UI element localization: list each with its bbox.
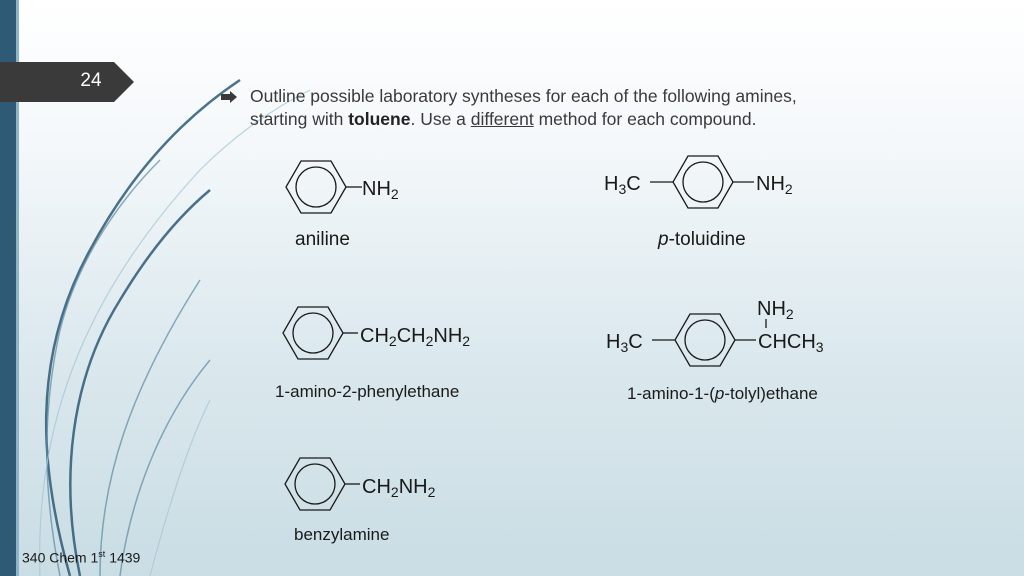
bullet-arrow-icon <box>221 91 237 103</box>
benzylamine-benzene-ring <box>284 457 360 511</box>
left-accent-bar <box>0 0 16 576</box>
instruction-part4: method for each compound. <box>533 109 757 129</box>
tolylethane-benzene-ring <box>652 313 767 367</box>
instruction-line1: Outline possible laboratory syntheses fo… <box>250 86 797 106</box>
p-toluidine-benzene-ring <box>650 155 754 209</box>
instruction-part3: . Use a <box>410 109 471 129</box>
aniline-benzene-ring <box>285 160 362 214</box>
compound-label-p-toluidine: p-toluidine <box>658 229 746 251</box>
p-toluidine-name: -toluidine <box>668 229 746 250</box>
tolylethane-italic-p: p <box>714 384 725 403</box>
instruction-underlined-different: different <box>470 109 534 129</box>
slide-number-tab <box>0 62 134 102</box>
compound-label-tolylethane: 1-amino-1-(p-tolyl)ethane <box>627 384 818 404</box>
tolylethane-nh2-label: NH2 <box>757 298 794 322</box>
footer-course: 340 Chem 1 <box>22 549 99 566</box>
p-toluidine-italic-prefix: p <box>658 229 669 250</box>
benzylamine-chain-label: CH2NH2 <box>362 476 436 500</box>
aniline-nh2-label: NH2 <box>362 178 399 202</box>
instruction-text: Outline possible laboratory syntheses fo… <box>250 85 950 131</box>
phenylethane-benzene-ring <box>282 306 358 360</box>
tolylethane-name-part2: -tolyl)ethane <box>724 384 818 403</box>
footer-course-info: 340 Chem 1st 1439 <box>22 549 140 566</box>
phenylethane-chain-label: CH2CH2NH2 <box>360 325 470 349</box>
footer-year: 1439 <box>109 549 141 566</box>
instruction-bold-toluene: toluene <box>348 109 411 129</box>
tolylethane-h3c-label: H3C <box>606 331 643 355</box>
slide-number: 24 <box>80 70 102 91</box>
left-accent-edge <box>16 0 19 576</box>
compound-label-phenylethane: 1-amino-2-phenylethane <box>275 382 460 401</box>
footer-sup: st <box>98 549 106 559</box>
compound-label-benzylamine: benzylamine <box>294 525 390 544</box>
tolylethane-chchch3-label: CHCH3 <box>758 331 824 355</box>
compound-label-aniline: aniline <box>295 229 350 250</box>
p-toluidine-nh2-label: NH2 <box>756 173 793 197</box>
tolylethane-name-part1: 1-amino-1-( <box>627 384 715 403</box>
p-toluidine-h3c-label: H3C <box>604 173 641 197</box>
instruction-part2: starting with <box>250 109 349 129</box>
